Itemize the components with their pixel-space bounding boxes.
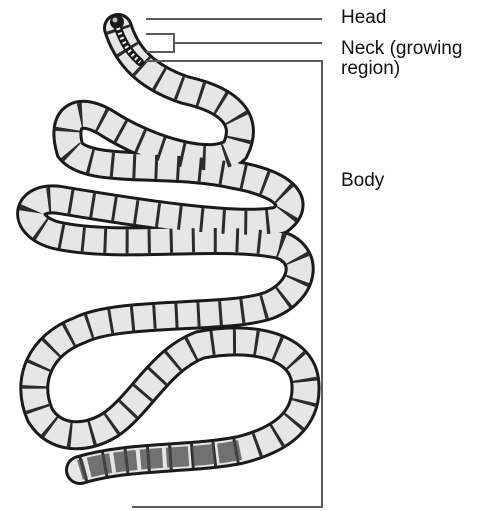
head-label: Head bbox=[341, 8, 386, 28]
scolex-highlight bbox=[113, 18, 118, 23]
neck-label-line1: Neck (growing bbox=[341, 39, 462, 59]
body-fill bbox=[31, 28, 305, 470]
neck-label-line2: region) bbox=[341, 59, 462, 79]
neck-bracket bbox=[146, 34, 174, 52]
tapeworm-body bbox=[31, 15, 305, 470]
neck-label: Neck (growing region) bbox=[341, 39, 462, 79]
body-label: Body bbox=[341, 171, 384, 191]
